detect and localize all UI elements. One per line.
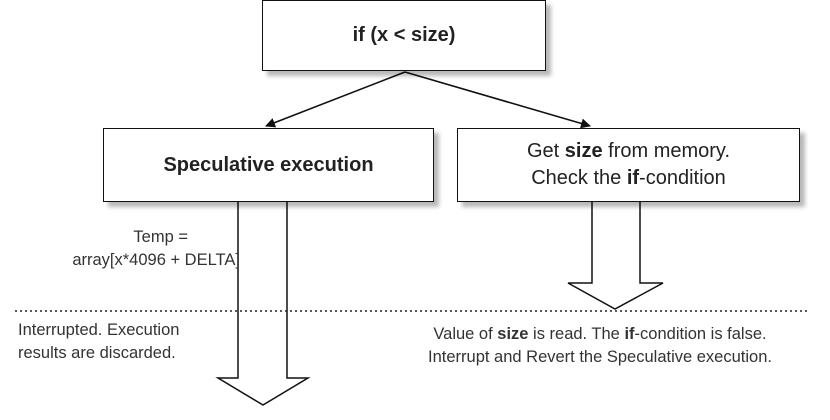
get-size-line2: Check the if-condition: [527, 165, 730, 192]
temp-line1: Temp =: [133, 228, 188, 246]
value-bold-size: size: [497, 325, 529, 343]
interrupted-line2: results are discarded.: [18, 344, 176, 362]
value-line1: Value of size is read. The if-condition …: [380, 323, 820, 346]
get-size-line2-bold: if: [626, 167, 640, 189]
arrow-to-get-size: [404, 71, 591, 129]
speculative-execution-box: Speculative execution: [103, 128, 434, 202]
get-size-line2-post: -condition: [639, 167, 726, 189]
temp-assignment-note: Temp = array[x*4096 + DELTA]: [20, 226, 240, 272]
get-size-text: Get size from memory. Check the if-condi…: [527, 138, 730, 192]
value-pre: Value of: [433, 325, 498, 343]
value-mid: is read. The: [528, 325, 625, 343]
get-size-line1: Get size from memory.: [527, 138, 730, 165]
interrupted-line1: Interrupted. Execution: [18, 321, 180, 339]
if-condition-box: if (x < size): [262, 0, 546, 71]
value-read-note: Value of size is read. The if-condition …: [380, 323, 820, 369]
get-size-line1-post: from memory.: [602, 140, 731, 162]
arrow-to-speculative: [265, 71, 406, 128]
get-size-line1-bold: size: [564, 140, 603, 162]
value-line2: Interrupt and Revert the Speculative exe…: [428, 348, 772, 366]
if-condition-label: if (x < size): [352, 24, 456, 46]
speculative-hollow-arrow: [215, 202, 311, 406]
speculative-execution-label: Speculative execution: [163, 153, 374, 176]
get-size-line1-pre: Get: [526, 140, 565, 162]
temp-line2: array[x*4096 + DELTA]: [72, 251, 240, 269]
interrupted-note: Interrupted. Execution results are disca…: [18, 319, 248, 365]
value-post: -condition is false.: [634, 325, 767, 343]
get-size-line2-pre: Check the: [531, 167, 627, 189]
value-bold-if: if: [624, 325, 635, 343]
get-size-box: Get size from memory. Check the if-condi…: [457, 128, 800, 202]
get-size-hollow-arrow: [567, 202, 664, 310]
